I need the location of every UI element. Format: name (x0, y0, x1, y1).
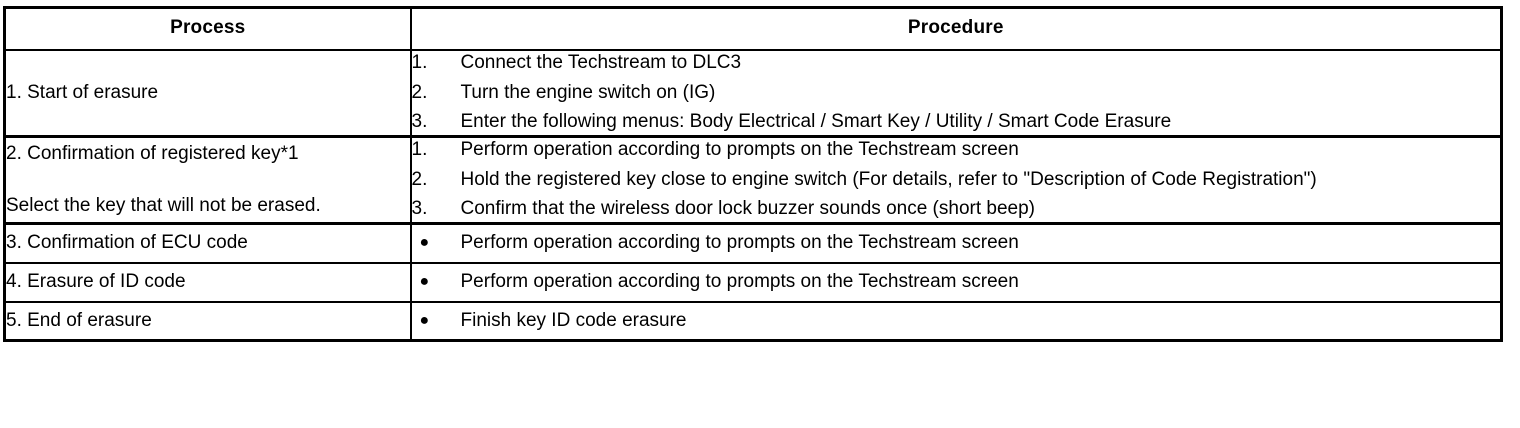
list-item: ● Finish key ID code erasure (412, 309, 1501, 334)
table-header: Process Procedure (3, 6, 1503, 51)
step-number: 1. (411, 52, 428, 73)
step-text: Perform operation according to prompts o… (460, 139, 1019, 161)
process-cell: 3. Confirmation of ECU code (3, 222, 412, 264)
table-body: 1. Start of erasure 1. Connect the Techs… (3, 49, 1503, 343)
procedure-bullet-list: ● Perform operation according to prompts… (412, 270, 1501, 295)
column-header-procedure: Procedure (409, 6, 1503, 51)
list-item: ● Perform operation according to prompts… (412, 270, 1501, 295)
list-item: ● Perform operation according to prompts… (412, 231, 1501, 256)
process-cell: 2. Confirmation of registered key*1 Sele… (3, 135, 412, 226)
list-item: 3. Enter the following menus: Body Elect… (412, 110, 1501, 135)
step-number: 3. (411, 111, 428, 133)
list-item: 1. Connect the Techstream to DLC3 (412, 51, 1501, 76)
bullet-icon: ● (419, 311, 430, 329)
step-text: Hold the registered key close to engine … (460, 168, 1317, 190)
bullet-text: Perform operation according to prompts o… (460, 232, 1019, 254)
process-title: 4. Erasure of ID code (6, 271, 186, 292)
step-text: Connect the Techstream to DLC3 (460, 52, 742, 73)
procedure-step-list: 1. Perform operation according to prompt… (412, 138, 1501, 222)
table-header-row: Process Procedure (3, 6, 1503, 51)
step-text: Turn the engine switch on (IG) (460, 81, 716, 103)
step-number: 2. (411, 168, 428, 190)
process-title: 3. Confirmation of ECU code (6, 232, 248, 254)
step-number: 3. (411, 198, 428, 220)
step-text: Enter the following menus: Body Electric… (460, 111, 1172, 133)
table-row: 3. Confirmation of ECU code ● Perform op… (3, 222, 1503, 264)
smart-code-erasure-procedure-table: Process Procedure 1. Start of erasure 1.… (3, 6, 1503, 343)
bullet-text: Finish key ID code erasure (460, 309, 687, 331)
process-cell: 5. End of erasure (3, 300, 412, 343)
list-item: 2. Hold the registered key close to engi… (412, 168, 1501, 193)
process-title: 2. Confirmation of registered key*1 (6, 143, 299, 165)
bullet-text: Perform operation according to prompts o… (460, 270, 1019, 292)
procedure-cell: 1. Connect the Techstream to DLC3 2. Tur… (409, 49, 1503, 139)
table-row: 4. Erasure of ID code ● Perform operatio… (3, 261, 1503, 303)
procedure-step-list: 1. Connect the Techstream to DLC3 2. Tur… (412, 51, 1501, 135)
procedure-cell: ● Perform operation according to prompts… (409, 222, 1503, 264)
process-cell: 1. Start of erasure (3, 49, 412, 139)
step-number: 1. (411, 139, 428, 161)
procedure-cell: ● Finish key ID code erasure (409, 300, 1503, 343)
procedure-cell: ● Perform operation according to prompts… (409, 261, 1503, 303)
table-row: 1. Start of erasure 1. Connect the Techs… (3, 49, 1503, 139)
procedure-cell: 1. Perform operation according to prompt… (409, 135, 1503, 226)
process-title: 5. End of erasure (6, 309, 152, 331)
table-row: 2. Confirmation of registered key*1 Sele… (3, 135, 1503, 226)
step-number: 2. (411, 81, 428, 103)
list-item: 3. Confirm that the wireless door lock b… (412, 197, 1501, 222)
procedure-bullet-list: ● Perform operation according to prompts… (412, 231, 1501, 256)
list-item: 1. Perform operation according to prompt… (412, 138, 1501, 163)
table-row: 5. End of erasure ● Finish key ID code e… (3, 300, 1503, 343)
procedure-bullet-list: ● Finish key ID code erasure (412, 309, 1501, 334)
step-text: Confirm that the wireless door lock buzz… (460, 198, 1036, 220)
process-cell: 4. Erasure of ID code (3, 261, 412, 303)
bullet-icon: ● (419, 272, 430, 290)
process-note: Select the key that will not be erased. (6, 194, 321, 216)
process-title: 1. Start of erasure (6, 81, 159, 103)
column-header-process: Process (3, 6, 412, 51)
list-item: 2. Turn the engine switch on (IG) (412, 81, 1501, 106)
bullet-icon: ● (419, 234, 430, 252)
